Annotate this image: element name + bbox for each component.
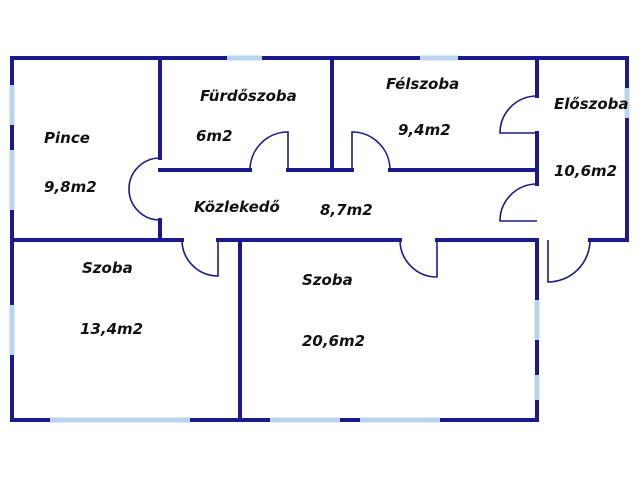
door-felszoba bbox=[351, 131, 391, 171]
room-area-szoba-2: 20,6m2 bbox=[302, 332, 365, 350]
windows bbox=[9, 55, 630, 423]
room-area-pince: 9,8m2 bbox=[44, 178, 97, 196]
room-name-szoba-1: Szoba bbox=[82, 259, 133, 277]
door-pince bbox=[128, 157, 161, 221]
door-szoba2 bbox=[399, 239, 438, 278]
room-labels: Pince 9,8m2 Fürdőszoba 6m2 Félszoba 9,4m… bbox=[44, 75, 629, 350]
door-eloszoba-felszoba bbox=[499, 95, 538, 134]
door-szoba1 bbox=[181, 239, 219, 277]
room-name-szoba-2: Szoba bbox=[302, 271, 353, 289]
outer-wall bbox=[10, 56, 629, 242]
room-name-furdoszoba: Fürdőszoba bbox=[200, 87, 297, 105]
room-area-kozlekedo: 8,7m2 bbox=[320, 201, 373, 219]
doors bbox=[128, 95, 591, 283]
room-name-pince: Pince bbox=[44, 129, 90, 147]
room-area-felszoba: 9,4m2 bbox=[398, 121, 451, 139]
room-area-furdoszoba: 6m2 bbox=[196, 127, 233, 145]
room-name-kozlekedo: Közlekedő bbox=[194, 198, 280, 216]
door-entrance bbox=[547, 239, 591, 283]
door-furdoszoba bbox=[249, 131, 289, 171]
room-area-eloszoba: 10,6m2 bbox=[554, 162, 617, 180]
room-name-felszoba: Félszoba bbox=[386, 75, 459, 93]
walls bbox=[10, 56, 629, 422]
door-eloszoba-corridor bbox=[499, 183, 538, 222]
room-area-szoba-1: 13,4m2 bbox=[80, 320, 143, 338]
room-name-eloszoba: Előszoba bbox=[554, 95, 629, 113]
